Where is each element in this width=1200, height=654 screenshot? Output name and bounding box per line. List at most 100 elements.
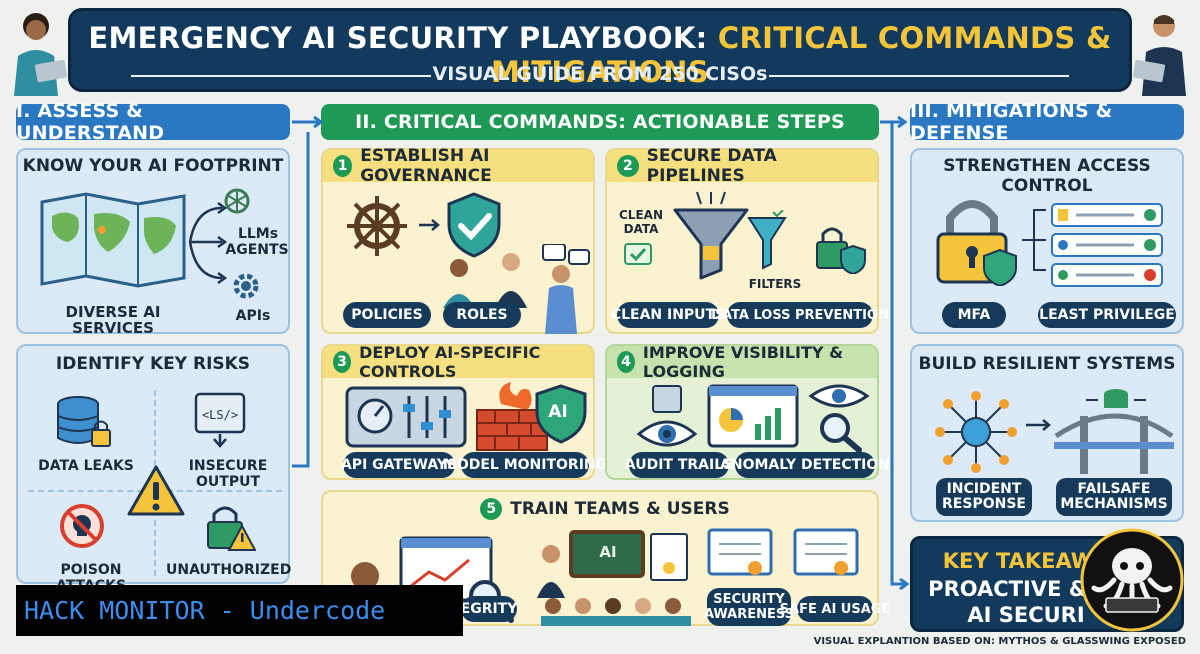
pill-api-gateways: API GATEWAYS xyxy=(341,452,457,478)
step4-number: 4 xyxy=(617,351,635,373)
footprint-panel: KNOW YOUR AI FOOTPRINT LLMs AGENTS APIs … xyxy=(16,148,290,337)
board-ai-text: AI xyxy=(599,543,617,561)
pill-safe-ai-usage: SAFE AI USAGE xyxy=(780,596,890,622)
svg-text:<LS/>: <LS/> xyxy=(202,408,238,422)
openai-knot-icon xyxy=(224,188,250,214)
step1-number: 1 xyxy=(333,155,353,177)
arrow-right-icon-2 xyxy=(1026,419,1051,431)
pill-model-monitoring: MODEL MONITORING xyxy=(443,452,607,478)
pill-anomaly-detection: ANOMALY DETECTION xyxy=(720,452,890,478)
takeaway-line3: AI SECURI xyxy=(967,603,1085,627)
network-hub-icon xyxy=(935,391,1017,473)
risks-panel: IDENTIFY KEY RISKS DATA LEAKS <LS/> INSE… xyxy=(16,344,292,594)
source-credit: VISUAL EXPLANTION BASED ON: MYTHOS & GLA… xyxy=(813,636,1186,647)
risks-title: IDENTIFY KEY RISKS xyxy=(55,354,251,374)
step4-panel: 4 IMPROVE VISIBILITY & LOGGING AUDIT TRA… xyxy=(605,343,890,480)
footprint-title: KNOW YOUR AI FOOTPRINT xyxy=(22,156,284,176)
pill-data-loss-prevention: DATA LOSS PREVENTION xyxy=(711,302,889,328)
funnel-icon xyxy=(673,191,749,280)
world-map-icon xyxy=(40,192,186,288)
audit-eye-icon xyxy=(636,385,698,447)
takeaway-line1: KEY TAKEAWA xyxy=(942,549,1110,573)
subtitle-rule-right xyxy=(769,75,1069,77)
pill-policies: POLICIES xyxy=(343,302,431,328)
footprint-caption: DIVERSE AI SERVICES xyxy=(65,303,161,337)
certificate-icon xyxy=(707,528,773,576)
branch-arrows-icon xyxy=(188,201,228,285)
step2-number: 2 xyxy=(617,155,639,177)
step5-number: 5 xyxy=(480,498,503,520)
certificate-icon-2 xyxy=(793,528,859,576)
filter-icon xyxy=(747,210,787,270)
pill-security-awareness: SECURITY AWARENESS xyxy=(704,588,794,626)
step3-panel: 3 DEPLOY AI-SPECIFIC CONTROLS AI API GAT… xyxy=(321,343,607,480)
presenter-man-illustration xyxy=(1132,15,1186,96)
insecure-output-icon: <LS/> xyxy=(194,392,246,448)
clean-data-label: CLEAN DATA xyxy=(619,208,663,236)
magnifier-eye-icon xyxy=(808,384,870,452)
section-mitigations-header: III. MITIGATIONS & DEFENSE xyxy=(910,100,1184,144)
pill-clean-inputs: CLEAN INPUTS xyxy=(611,302,725,328)
shield-check-icon xyxy=(447,192,501,258)
footprint-item-llms: LLMs xyxy=(237,226,279,242)
pill-mfa: MFA xyxy=(942,302,1006,328)
risk-data-leaks: DATA LEAKS xyxy=(38,458,134,474)
subtitle-rule-left xyxy=(131,75,431,77)
lock-warning-icon xyxy=(207,506,256,551)
risk-insecure-output-1: INSECURE xyxy=(188,458,268,474)
branch-arrows-icon-2 xyxy=(1022,209,1046,271)
step4-title: IMPROVE VISIBILITY & LOGGING xyxy=(642,343,844,381)
title-banner: EMERGENCY AI SECURITY PLAYBOOK: CRITICAL… xyxy=(68,8,1132,92)
dashboard-chart-icon xyxy=(707,384,799,448)
bridge-database-icon xyxy=(1054,389,1174,474)
access-title: STRENGTHEN ACCESS CONTROL xyxy=(943,156,1151,196)
step3-number: 3 xyxy=(333,351,352,373)
pill-integrity: EGRITY xyxy=(461,596,517,622)
access-panel: STRENGTHEN ACCESS CONTROL MFA LEAST PRIV… xyxy=(910,148,1184,334)
risk-unauthorized-access: UNAUTHORIZED xyxy=(166,562,292,578)
pill-incident-response: INCIDENT RESPONSE xyxy=(936,478,1032,516)
skull-prohibited-icon xyxy=(60,504,104,548)
step2-panel: 2 SECURE DATA PIPELINES CLEAN DATA FILTE… xyxy=(605,146,889,334)
connector-arrows-right xyxy=(880,115,910,591)
resilient-panel: BUILD RESILIENT SYSTEMS INCIDENT RESPONS… xyxy=(910,344,1184,522)
step5-title: TRAIN TEAMS & USERS xyxy=(510,499,730,519)
footprint-item-apis: APIs xyxy=(235,308,271,324)
checkbox-icon xyxy=(624,243,652,265)
gear-icon xyxy=(233,273,259,299)
warning-icon xyxy=(127,465,185,516)
pill-audit-trails: AUDIT TRAILS xyxy=(625,452,733,478)
classroom-illustration xyxy=(537,530,691,626)
team-people-illustration xyxy=(443,244,590,334)
presenter-woman-illustration xyxy=(14,13,68,96)
step1-panel: 1 ESTABLISH AI GOVERNANCE POLICIES ROLES xyxy=(321,146,595,334)
connector-arrows-left xyxy=(292,115,324,468)
access-list-icon xyxy=(1051,203,1163,287)
pill-least-privilege: LEAST PRIVILEGE xyxy=(1038,302,1176,328)
firewall-ai-shield-icon xyxy=(476,382,587,451)
risk-insecure-output-2: OUTPUT xyxy=(196,474,260,490)
octopus-logo-icon xyxy=(1080,528,1184,632)
pill-roles: ROLES xyxy=(443,302,521,328)
hack-monitor-overlay: HACK MONITOR - Undercode xyxy=(16,585,463,636)
filters-label: FILTERS xyxy=(748,277,802,291)
step5-panel: 5 TRAIN TEAMS & USERS AI EGRITY SECURITY… xyxy=(321,490,890,626)
ai-badge: AI xyxy=(548,402,568,422)
resilient-title: BUILD RESILIENT SYSTEMS xyxy=(918,354,1176,374)
ship-wheel-icon xyxy=(347,196,407,256)
page-subtitle: VISUAL GUIDE FROM 250 CISOs xyxy=(432,63,768,85)
arrow-right-icon xyxy=(419,219,440,231)
pill-failsafe-mechanisms: FAILSAFE MECHANISMS xyxy=(1056,478,1172,516)
step2-title: SECURE DATA PIPELINES xyxy=(646,146,777,186)
footprint-item-agents: AGENTS xyxy=(225,242,289,258)
padlock-icon xyxy=(936,200,1017,286)
database-lock-icon xyxy=(57,396,111,447)
trainee-laptop-illustration xyxy=(347,536,514,626)
section-assess-header: I. ASSESS & UNDERSTAND xyxy=(16,100,290,144)
lock-shield-icon xyxy=(816,227,866,274)
step3-title: DEPLOY AI-SPECIFIC CONTROLS xyxy=(359,343,541,381)
page-title: EMERGENCY AI SECURITY PLAYBOOK: CRITICAL… xyxy=(88,21,1112,89)
section-commands-header: II. CRITICAL COMMANDS: ACTIONABLE STEPS xyxy=(321,104,879,140)
control-panel-icon xyxy=(345,386,467,448)
step1-title: ESTABLISH AI GOVERNANCE xyxy=(360,146,492,186)
